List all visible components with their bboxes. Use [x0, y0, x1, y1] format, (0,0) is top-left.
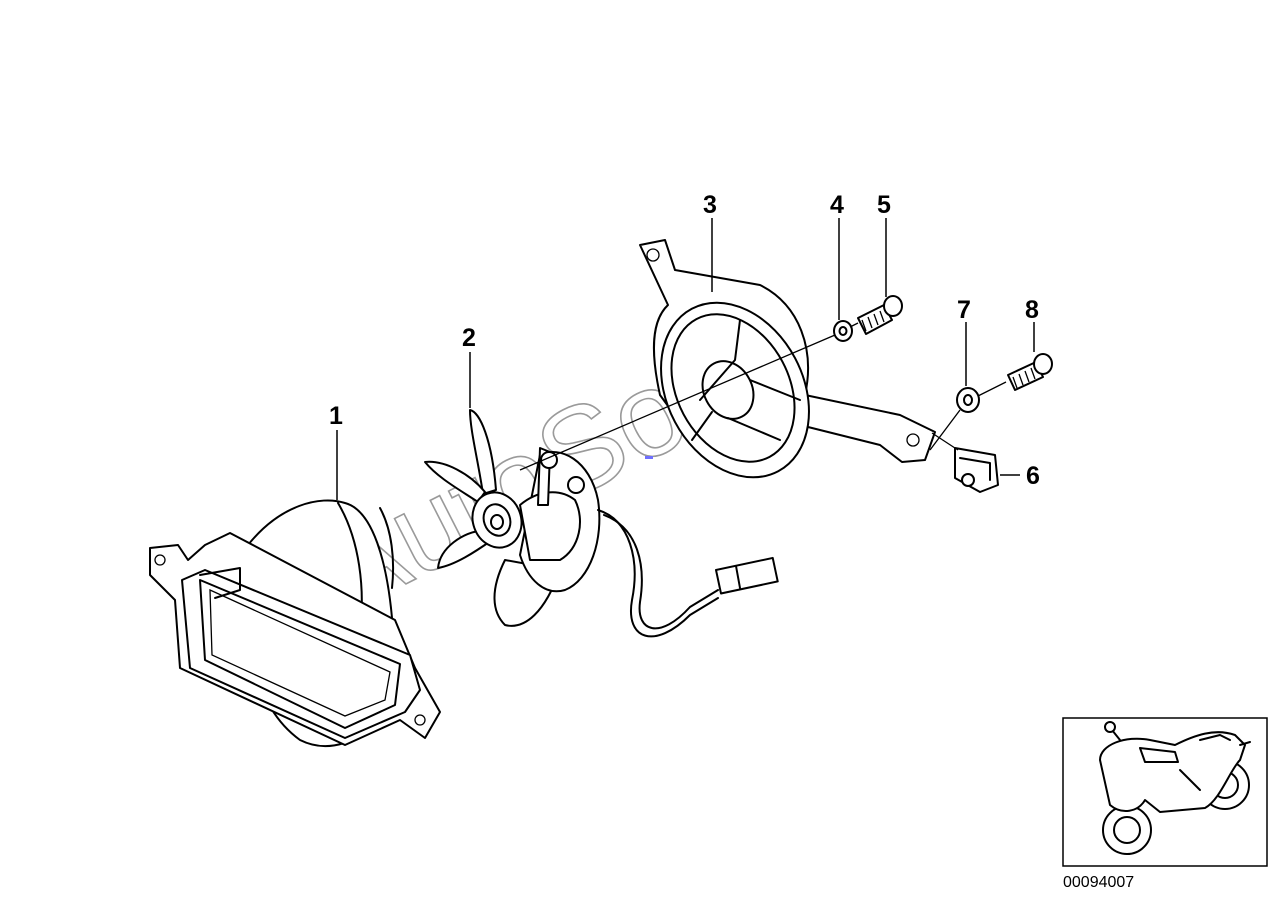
- callout-6: 6: [1026, 462, 1040, 490]
- assembly-axis-lines: [519, 322, 1007, 471]
- drawing-code: 00094007: [1063, 874, 1134, 891]
- callout-5: 5: [877, 191, 891, 219]
- part-6-clip-nut: [954, 447, 999, 493]
- part-5-screw: [857, 295, 903, 335]
- part-8-screw: [1007, 353, 1053, 391]
- callout-3: 3: [703, 191, 717, 219]
- callout-4: 4: [830, 191, 844, 219]
- part-2-fan-motor: [424, 409, 779, 638]
- callout-2: 2: [462, 324, 476, 352]
- callout-8: 8: [1025, 296, 1039, 324]
- motorcycle-location-thumbnail: [1062, 717, 1268, 867]
- callout-7: 7: [957, 296, 971, 324]
- part-7-washer: [956, 387, 980, 413]
- callout-1: 1: [329, 402, 343, 430]
- part-4-washer: [833, 320, 853, 342]
- part-1-fan-housing: [149, 499, 441, 748]
- leader-lines: [336, 218, 1035, 500]
- part-3-fan-bracket: [639, 239, 936, 479]
